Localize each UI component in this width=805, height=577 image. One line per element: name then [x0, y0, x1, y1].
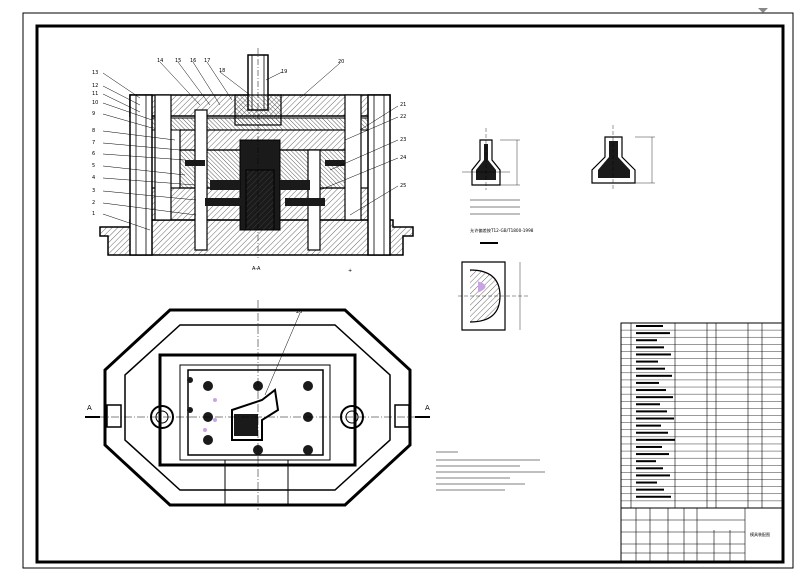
- plan-view: [85, 300, 430, 510]
- part-no-25: 25: [400, 183, 406, 189]
- parts-list-cell-text: [636, 495, 671, 498]
- parts-list-cell-text: [636, 467, 663, 470]
- part-no-16: 16: [190, 58, 196, 64]
- parts-list-cell-text: [636, 381, 659, 384]
- part-no-2: 2: [92, 200, 95, 206]
- cut-mark-right: A: [425, 404, 430, 412]
- part-no-4: 4: [92, 175, 95, 181]
- part-no-1: 1: [92, 211, 95, 217]
- parts-list-cell-text: [636, 410, 667, 413]
- parts-list-cell-text: [636, 453, 669, 456]
- parts-list-cell-text: [636, 389, 666, 392]
- parts-list-cell-text: [636, 431, 668, 434]
- parts-list-cell-text: [636, 396, 673, 399]
- parts-list-cell-text: [636, 474, 670, 477]
- parts-list-cell-text: [636, 360, 658, 363]
- part-no-8: 8: [92, 128, 95, 134]
- part-number-text: 13 12 11 10 9 8 7 6 5 4 3 2 1 14 15 16 1…: [92, 58, 406, 315]
- part-no-5: 5: [92, 163, 95, 169]
- material-notes: 允许偏差按T12-GB/T1800-1998: [470, 199, 534, 244]
- part-no-22: 22: [400, 114, 406, 120]
- part-no-26: 26: [296, 309, 302, 315]
- part-detail-section: [458, 261, 530, 331]
- part-no-18: 18: [219, 68, 225, 74]
- part-no-3: 3: [92, 188, 95, 194]
- tolerance-note: 允许偏差按T12-GB/T1800-1998: [470, 227, 534, 234]
- outer-border: [22, 12, 794, 569]
- part-no-21: 21: [400, 102, 406, 108]
- part-no-12: 12: [92, 83, 98, 89]
- parts-list-rows: [621, 325, 783, 502]
- part-no-15: 15: [175, 58, 181, 64]
- part-no-11: 11: [92, 91, 98, 97]
- technical-requirements: [436, 451, 545, 491]
- part-no-23: 23: [400, 137, 406, 143]
- parts-list-cell-text: [636, 353, 671, 356]
- parts-list-cell-text: [636, 339, 657, 342]
- parts-list-cell-text: [636, 417, 674, 420]
- stray-mark-icon: +: [348, 268, 352, 274]
- parts-list-cell-text: [636, 424, 661, 427]
- part-no-10: 10: [92, 100, 98, 106]
- parts-list-cell-text: [636, 460, 656, 463]
- part-no-17: 17: [204, 58, 210, 64]
- parts-list-cell-text: [636, 374, 672, 377]
- part-no-24: 24: [400, 155, 406, 161]
- parts-list-cell-text: [636, 438, 675, 441]
- section-view: [99, 48, 414, 258]
- part-detail-front: [462, 128, 520, 190]
- parts-list-cell-text: [636, 367, 665, 370]
- parts-list-cell-text: [636, 403, 660, 406]
- part-no-20: 20: [338, 59, 344, 65]
- parts-list-cell-text: [636, 481, 657, 484]
- inner-border: [35, 24, 785, 564]
- parts-list-cell-text: [636, 445, 662, 448]
- section-label: A-A: [252, 266, 261, 272]
- part-no-7: 7: [92, 140, 95, 146]
- parts-list-cell-text: [636, 488, 664, 491]
- cut-mark-left: A: [87, 404, 92, 412]
- part-no-14: 14: [157, 58, 163, 64]
- title-block-name: 模具装配图: [750, 531, 770, 537]
- part-no-6: 6: [92, 151, 95, 157]
- title-block: [620, 507, 784, 563]
- part-no-13: 13: [92, 70, 98, 76]
- corner-mark-icon: [758, 8, 768, 13]
- parts-list-cell-text: [636, 325, 663, 327]
- part-no-19: 19: [281, 69, 287, 75]
- parts-list-cell-text: [636, 332, 670, 335]
- parts-list-cell-text: [636, 346, 664, 349]
- part-detail-side: [591, 125, 655, 190]
- part-number-labels: [102, 61, 399, 396]
- part-no-9: 9: [92, 111, 95, 117]
